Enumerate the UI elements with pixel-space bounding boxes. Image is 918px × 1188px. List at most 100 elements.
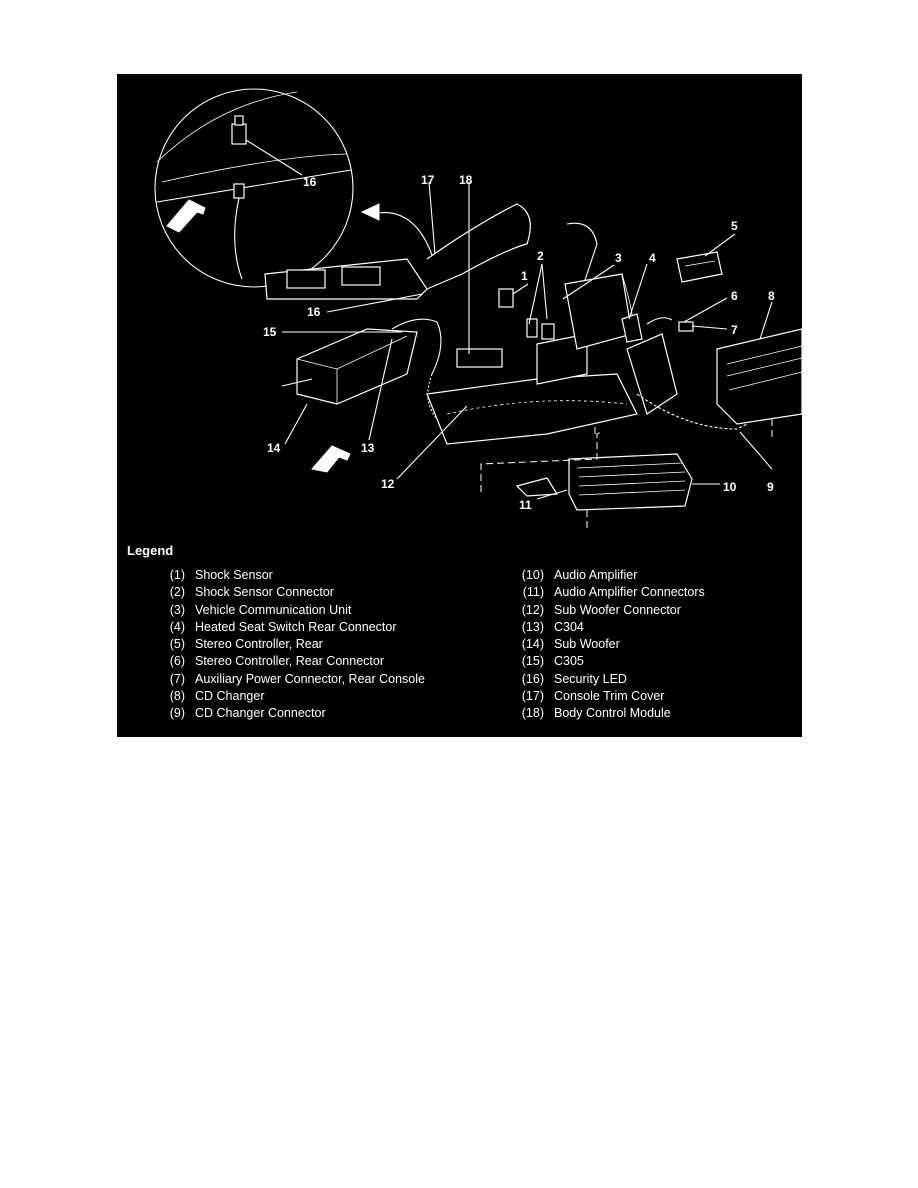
legend-number: (13) <box>521 619 544 634</box>
legend-label: Sub Woofer Connector <box>554 602 681 617</box>
legend-number: (11) <box>522 585 544 600</box>
legend-label: CD Changer Connector <box>195 706 326 721</box>
callout-leaders <box>282 181 773 500</box>
legend-label: Heated Seat Switch Rear Connector <box>195 619 397 634</box>
legend-number: (16) <box>521 671 544 686</box>
callout-12: 12 <box>381 477 395 491</box>
legend-label: CD Changer <box>195 689 265 704</box>
callout-15: 15 <box>263 325 277 339</box>
callout-17: 17 <box>421 173 435 187</box>
callout-3: 3 <box>615 251 622 265</box>
legend-label: Vehicle Communication Unit <box>195 602 352 617</box>
aux-power-connector <box>678 321 694 332</box>
forward-arrow-lower-icon <box>311 445 351 473</box>
callout-labels: 1 2 3 4 5 6 7 8 9 10 11 12 13 14 15 16 1… <box>263 173 775 512</box>
legend-number: (1) <box>169 568 185 582</box>
legend-label: Sub Woofer <box>554 637 620 652</box>
legend-item: (5) Stereo Controller, Rear <box>144 637 425 654</box>
callout-4: 4 <box>649 251 656 265</box>
legend-label: C304 <box>554 619 584 634</box>
callout-14: 14 <box>267 441 281 455</box>
callout-1: 1 <box>521 269 528 283</box>
legend-label: Console Trim Cover <box>554 689 665 704</box>
legend-title: Legend <box>127 543 174 558</box>
legend-number: (9) <box>169 706 185 721</box>
legend-item: (2) Shock Sensor Connector <box>144 585 425 602</box>
legend-item: (7) Auxiliary Power Connector, Rear Conso… <box>144 672 425 689</box>
callout-13: 13 <box>361 441 375 455</box>
callout-18: 18 <box>459 173 473 187</box>
audio-amplifier <box>568 453 693 511</box>
legend-item: (13) C304 <box>503 620 705 637</box>
legend-item: (12) Sub Woofer Connector <box>503 603 705 620</box>
stereo-controller-connector <box>646 317 673 325</box>
amplifier-connectors <box>515 477 559 497</box>
legend-label: Shock Sensor Connector <box>195 585 334 600</box>
legend-item: (3) Vehicle Communication Unit <box>144 603 425 620</box>
console-floor-tray <box>426 373 638 445</box>
legend-number: (2) <box>169 585 185 600</box>
callout-7: 7 <box>731 323 738 337</box>
legend-number: (17) <box>521 689 544 704</box>
legend-right-column: (10) Audio Amplifier (11) Audio Amplifier … <box>503 568 705 724</box>
legend-number: (14) <box>521 637 544 652</box>
legend-label: Stereo Controller, Rear <box>195 637 323 652</box>
legend-number: (18) <box>521 706 544 721</box>
legend-number: (15) <box>521 654 544 669</box>
body-control-module <box>456 348 503 368</box>
legend-item: (8) CD Changer <box>144 689 425 706</box>
sub-woofer <box>281 328 418 405</box>
right-support-frame <box>626 333 678 415</box>
shock-sensor-assembly <box>498 288 588 385</box>
legend-label: Security LED <box>554 671 627 686</box>
legend-item: (11) Audio Amplifier Connectors <box>503 585 705 602</box>
legend-item: (15) C305 <box>503 654 705 671</box>
callout-6: 6 <box>731 289 738 303</box>
console-trim-cover <box>264 203 531 300</box>
detail-view-circle <box>154 88 354 288</box>
legend-number: (8) <box>169 689 185 704</box>
legend-item: (6) Stereo Controller, Rear Connector <box>144 654 425 671</box>
legend-number: (3) <box>169 602 185 617</box>
detail-pointer-arrow <box>371 212 436 265</box>
forward-arrow-icon <box>166 199 206 233</box>
callout-10: 10 <box>723 480 737 494</box>
legend-label: Audio Amplifier <box>554 568 638 582</box>
legend-number: (10) <box>521 568 544 582</box>
legend-item: (14) Sub Woofer <box>503 637 705 654</box>
legend-number: (7) <box>169 671 185 686</box>
stereo-controller-rear <box>676 251 723 283</box>
legend-item: (1) Shock Sensor <box>144 568 425 585</box>
legend-item: (9) CD Changer Connector <box>144 706 425 723</box>
legend-number: (5) <box>169 637 185 652</box>
legend-item: (16) Security LED <box>503 672 705 689</box>
callout-5: 5 <box>731 219 738 233</box>
legend-number: (12) <box>521 602 544 617</box>
cd-changer <box>716 328 802 425</box>
component-locator-diagram: 1 2 3 4 5 6 7 8 9 10 11 12 13 14 15 16 1… <box>154 88 802 529</box>
legend-number: (6) <box>169 654 185 669</box>
legend-item: (17) Console Trim Cover <box>503 689 705 706</box>
vehicle-communication-unit <box>564 222 634 350</box>
legend-label: Body Control Module <box>554 706 671 721</box>
legend-label: Stereo Controller, Rear Connector <box>195 654 384 669</box>
legend-label: C305 <box>554 654 584 669</box>
legend-left-column: (1) Shock Sensor (2) Shock Sensor Connecto… <box>144 568 425 724</box>
callout-2: 2 <box>537 249 544 263</box>
callout-16: 16 <box>307 305 321 319</box>
callout-16-detail: 16 <box>303 175 317 189</box>
callout-9: 9 <box>767 480 774 494</box>
legend-item: (10) Audio Amplifier <box>503 568 705 585</box>
legend-label: Audio Amplifier Connectors <box>554 585 705 600</box>
wiring-diagram-figure: 1 2 3 4 5 6 7 8 9 10 11 12 13 14 15 16 1… <box>117 74 802 737</box>
legend-item: (4) Heated Seat Switch Rear Connector <box>144 620 425 637</box>
cd-changer-harness <box>636 393 748 430</box>
heated-seat-connector <box>621 313 643 343</box>
amplifier-mount-outline <box>480 431 602 492</box>
legend-label: Auxiliary Power Connector, Rear Console <box>195 671 425 686</box>
legend-item: (18) Body Control Module <box>503 706 705 723</box>
legend-label: Shock Sensor <box>195 568 273 582</box>
callout-11: 11 <box>519 498 532 512</box>
legend-number: (4) <box>169 619 185 634</box>
callout-8: 8 <box>768 289 775 303</box>
